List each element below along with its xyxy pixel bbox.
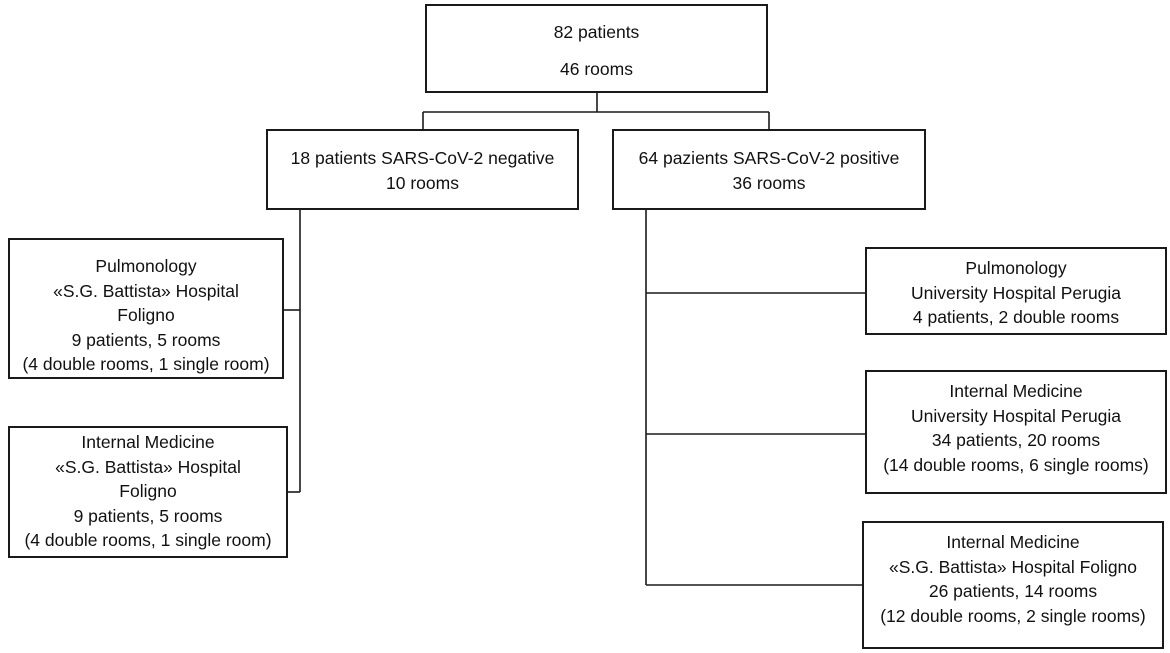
node-text: University Hospital Perugia	[910, 405, 1122, 426]
node-text: Pulmonology	[965, 258, 1067, 278]
node-text: 82 patients	[553, 22, 640, 42]
node-internal-medicine-foligno-positive: Internal Medicine «S.G. Battista» Hospit…	[862, 521, 1164, 649]
node-text: «S.G. Battista» Hospital	[55, 456, 241, 477]
node-text: Foligno	[117, 305, 175, 325]
node-text: Internal Medicine	[81, 432, 215, 452]
node-text: 64 pazients SARS-CoV-2 positive	[638, 148, 900, 168]
node-text: 9 patients, 5 rooms	[73, 505, 223, 526]
node-text: 36 rooms	[732, 172, 806, 193]
node-text: (14 double rooms, 6 single rooms)	[883, 454, 1149, 475]
node-text: 10 rooms	[386, 172, 459, 193]
node-text: 4 patients, 2 double rooms	[912, 307, 1120, 327]
node-text: 26 patients, 14 rooms	[928, 581, 1098, 601]
node-text: «S.G. Battista» Hospital Foligno	[888, 556, 1138, 577]
node-text: (4 double rooms, 1 single room)	[24, 530, 272, 550]
node-text: (12 double rooms, 2 single rooms)	[880, 605, 1146, 626]
node-sars-cov-2-negative: 18 patients SARS-CoV-2 negative 10 rooms	[266, 129, 579, 210]
node-internal-medicine-foligno-negative: Internal Medicine «S.G. Battista» Hospit…	[8, 426, 288, 558]
node-sars-cov-2-positive: 64 pazients SARS-CoV-2 positive 36 rooms	[612, 129, 926, 210]
node-text: Foligno	[119, 481, 177, 501]
node-text: Internal Medicine	[949, 381, 1083, 401]
node-text: 9 patients, 5 rooms	[71, 329, 221, 350]
node-text: Pulmonology	[95, 256, 197, 276]
node-text: Internal Medicine	[946, 532, 1080, 552]
node-internal-medicine-perugia: Internal Medicine University Hospital Pe…	[865, 370, 1167, 494]
node-text: 46 rooms	[560, 58, 633, 79]
node-text: 18 patients SARS-CoV-2 negative	[290, 148, 555, 168]
node-text: (4 double rooms, 1 single room)	[22, 354, 270, 374]
node-pulmonology-perugia: Pulmonology University Hospital Perugia …	[865, 247, 1167, 335]
node-text: University Hospital Perugia	[910, 282, 1122, 303]
node-pulmonology-foligno: Pulmonology «S.G. Battista» Hospital Fol…	[8, 238, 284, 379]
node-total-patients: 82 patients 46 rooms	[425, 4, 768, 93]
node-text: 34 patients, 20 rooms	[931, 430, 1101, 450]
node-text: «S.G. Battista» Hospital	[53, 280, 239, 301]
